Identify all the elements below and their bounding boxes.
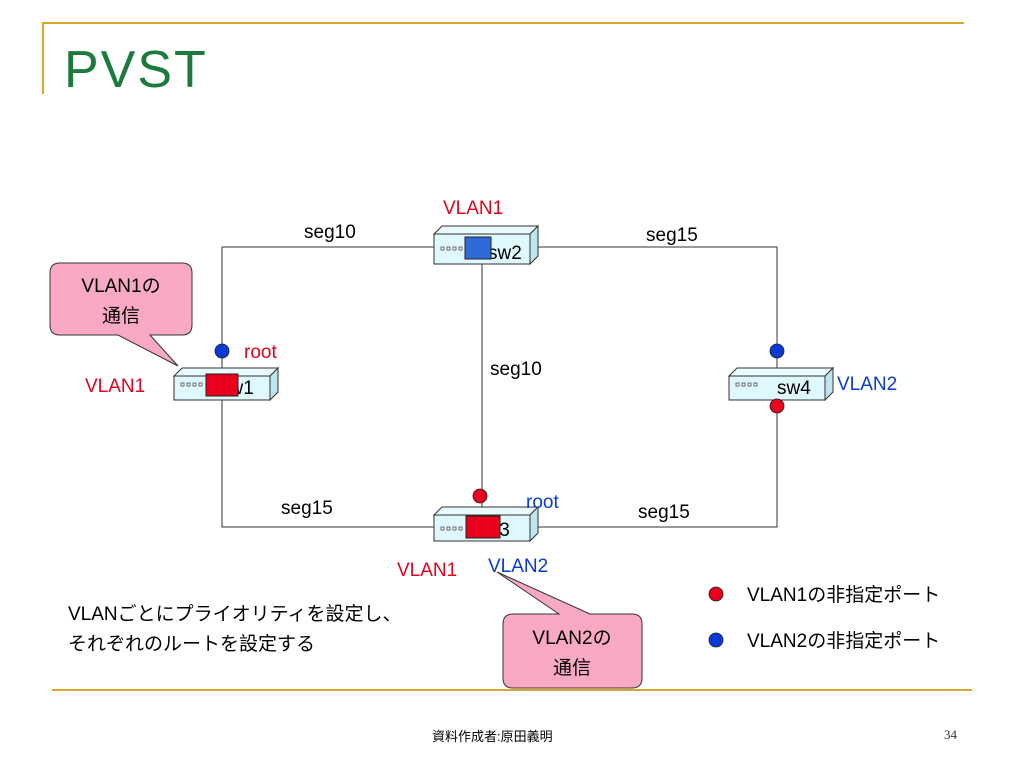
sw1-vlan2-blocked-port — [214, 343, 230, 359]
sw3-vlan1-blocked-port — [472, 488, 488, 504]
callout-vlan1-line1: VLAN1の — [81, 276, 160, 297]
root-label-sw1: root — [244, 342, 277, 363]
page-number: 34 — [944, 727, 957, 742]
root-label-sw3: root — [526, 492, 559, 513]
callout-vlan1: VLAN1の 通信 — [49, 262, 193, 367]
note-line-2: それぞれのルートを設定する — [68, 634, 316, 655]
callout-vlan1-bubble — [49, 262, 193, 367]
switch-sw2: sw2 — [432, 224, 540, 266]
link-sw2-sw4 — [530, 246, 778, 372]
sw4-vlan2-blocked-port-top — [769, 343, 785, 359]
frame-left-rule — [42, 22, 44, 94]
seg-label-top-left: seg10 — [304, 222, 356, 243]
link-lines — [221, 246, 778, 528]
sw2-vlan1-port-block — [464, 236, 492, 260]
legend-vlan2-label: VLAN2の非指定ポート — [747, 630, 940, 652]
legend-vlan1-marker — [708, 586, 724, 602]
sw4-label: sw4 — [777, 378, 811, 399]
callout-vlan2-line1: VLAN2の — [532, 628, 611, 649]
sw4-vlan1-blocked-port-bottom — [769, 398, 785, 414]
sw3-vlan1-port-block — [465, 515, 501, 539]
vlan-label-sw2-vlan1: VLAN1 — [443, 198, 503, 219]
link-sw1-sw3 — [221, 398, 434, 528]
seg-label-top-right: seg15 — [646, 225, 698, 246]
legend: VLAN1の非指定ポート VLAN2の非指定ポート — [708, 584, 940, 652]
vlan-label-sw3-vlan2: VLAN2 — [488, 556, 548, 577]
slide-title: PVST — [64, 41, 208, 99]
vlan-label-sw4-vlan2: VLAN2 — [837, 374, 897, 395]
frame-top-rule — [42, 22, 964, 24]
footer-author: 資料作成者:原田義明 — [432, 729, 553, 744]
callout-vlan2: VLAN2の 通信 — [496, 571, 643, 689]
sw1-vlan1-port-block — [205, 373, 239, 397]
explanation-note: VLANごとにプライオリティを設定し、 それぞれのルートを設定する — [68, 600, 402, 660]
frame-bottom-rule — [52, 689, 972, 691]
callout-vlan2-line2: 通信 — [553, 657, 591, 679]
sw2-label: sw2 — [488, 243, 522, 264]
callout-vlan1-line2: 通信 — [102, 305, 140, 327]
legend-vlan1-label: VLAN1の非指定ポート — [747, 584, 940, 606]
link-sw1-sw2 — [221, 246, 434, 372]
vlan-label-sw3-vlan1: VLAN1 — [397, 560, 457, 581]
seg-label-bottom-left: seg15 — [281, 498, 333, 519]
switch-sw3: sw3 — [432, 505, 540, 543]
note-line-1: VLANごとにプライオリティを設定し、 — [68, 604, 402, 625]
seg-label-bottom-right: seg15 — [638, 502, 690, 523]
legend-vlan2-marker — [708, 632, 724, 648]
switch-sw4: sw4 — [727, 366, 835, 402]
link-sw3-sw4 — [530, 398, 778, 528]
callout-vlan2-bubble — [496, 571, 643, 689]
seg-label-center: seg10 — [490, 359, 542, 380]
switch-sw1: sw1 — [172, 366, 280, 402]
vlan-label-sw1-vlan1: VLAN1 — [85, 376, 145, 397]
